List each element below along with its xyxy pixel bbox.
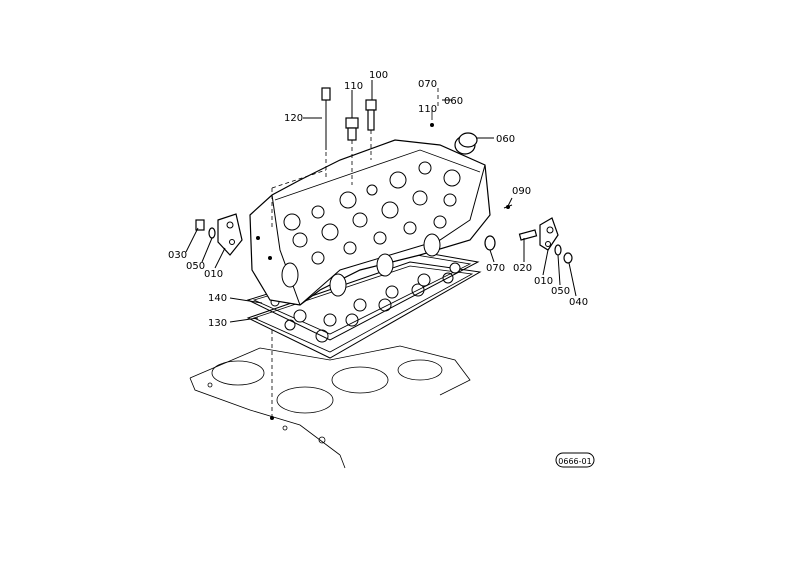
callout-020: 020	[513, 263, 532, 274]
callout-140: 140	[208, 293, 227, 304]
head-bolt-120	[270, 87, 331, 420]
plug-060	[454, 132, 478, 155]
callout-110-top: 110	[418, 104, 437, 115]
callout-060-top: 060	[444, 96, 463, 107]
left-hanger-assembly	[195, 213, 243, 256]
callout-130: 130	[208, 318, 227, 329]
callout-030: 030	[168, 250, 187, 261]
callout-010-left: 010	[204, 269, 223, 280]
callout-labels: 070 110 060 110 100 120 060 090 030 050 …	[168, 70, 588, 329]
callout-050-right: 050	[551, 286, 570, 297]
figure-code-text: 0666-01	[558, 457, 591, 466]
figure-code-badge: 0666-01	[555, 452, 595, 468]
leader-lines	[185, 80, 577, 323]
callout-070-right: 070	[486, 263, 505, 274]
callout-070-top: 070	[418, 79, 437, 90]
callout-090: 090	[512, 186, 531, 197]
nozzle-100	[365, 99, 377, 160]
engine-block-outline	[189, 345, 471, 469]
cylinder-head	[249, 139, 491, 306]
bracket-070-110-060	[430, 88, 439, 127]
callout-040: 040	[569, 297, 588, 308]
callout-100: 100	[369, 70, 388, 81]
callout-010-right: 010	[534, 276, 553, 287]
callout-050-left: 050	[186, 261, 205, 272]
stud-090	[503, 204, 513, 209]
callout-110: 110	[344, 81, 363, 92]
right-hanger-assembly	[484, 217, 573, 264]
callout-120: 120	[284, 113, 303, 124]
callout-060-plug: 060	[496, 134, 515, 145]
nozzle-holder-110	[345, 117, 359, 185]
